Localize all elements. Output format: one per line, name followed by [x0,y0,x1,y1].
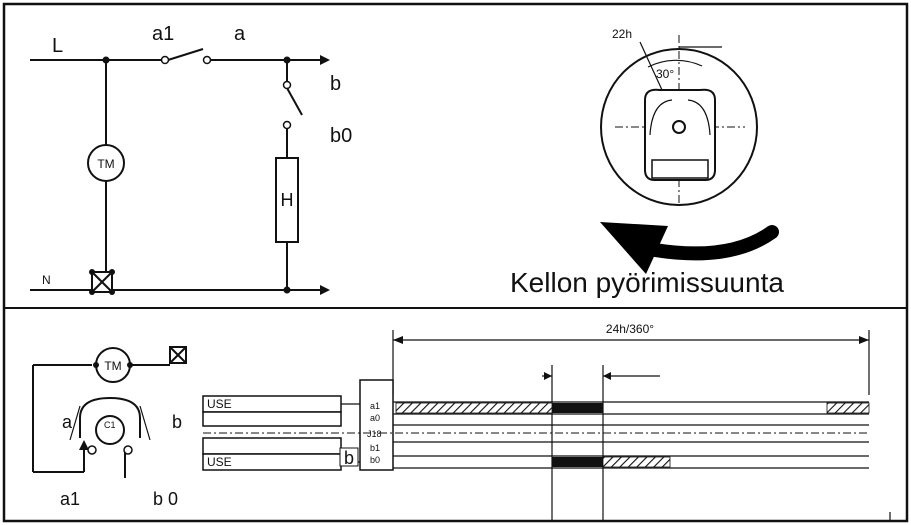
dial-mechanism [644,88,716,181]
dial-left-cam [649,99,673,136]
use-label-bottom: USE [207,455,232,469]
label-n: N [42,273,51,287]
rotation-caption: Kellon pyörimissuunta [510,267,784,298]
timer-dial: 22h 30° [600,27,758,206]
terminal-block-icon [89,269,115,295]
label-heater: H [281,190,294,210]
label-a1: a1 [152,23,174,45]
bar-b-hatched [602,456,671,468]
window-arrow-left [544,372,552,380]
use-box-bottom-upper [202,437,342,455]
node-n [283,286,291,294]
n-arrow-head [320,285,330,295]
row-label-mid: J18 [367,429,382,439]
wiring-contact-b [139,405,151,441]
row-label-a0: a0 [370,413,380,423]
dial-base [651,159,709,179]
bar-b-solid [552,457,603,467]
dial-angle-arc [647,59,703,68]
bar-a-solid [552,403,603,413]
wiring-pin-right [123,445,133,455]
label-l: L [52,35,63,57]
b-box [339,447,359,467]
wiring-cam-wheel [95,415,125,445]
row-label-frame [359,379,394,471]
use-box-top-lower [202,411,342,427]
switch-b-blade [286,87,303,116]
wiring-label-b0: b 0 [153,489,178,509]
timing-chart: 24h/360° USE USE b a1 a0 J18 b1 b0 [202,322,870,520]
rotation-arrow-icon [600,222,779,274]
label-a: a [234,23,246,45]
label-22h: 22h [612,27,632,41]
wiring-label-motor: TM [104,359,121,373]
b-arrow-head [320,55,330,65]
window-arrow-right [603,372,611,380]
a1-terminal [160,55,170,65]
use-label-top: USE [207,397,232,411]
row-label-a1: a1 [370,401,380,411]
wiring-label-a1: a1 [60,489,80,509]
dial-right-cam [687,99,711,136]
wiring-label-cam: C1 [104,420,116,430]
wiring-arrow-a1 [79,440,89,450]
wiring-label-a: a [62,412,73,432]
switch-a-blade [167,48,204,61]
row-label-b0: b0 [370,455,380,465]
bar-a-hatched-2 [826,402,870,414]
bar-a-hatched-1 [395,402,553,414]
wiring-contact-a [69,405,81,441]
b-terminal [282,80,292,90]
row-label-b1: b1 [370,443,380,453]
span-label: 24h/360° [606,322,654,336]
b0-terminal [282,120,292,130]
span-arrow-left [393,336,403,344]
label-motor: TM [97,157,114,171]
circuit-schematic: L N a1 a b b0 TM H [30,23,352,295]
a-terminal [202,55,212,65]
wiring-node-1 [93,362,99,368]
label-b: b [330,73,341,95]
wiring-terminal-icon [169,346,187,364]
wiring-detail: TM C1 a b a1 b 0 [32,346,187,509]
dial-center [672,120,686,134]
label-30deg: 30° [656,67,674,81]
label-b0: b0 [330,125,352,147]
wiring-pin-left [87,445,97,455]
b-row-label: b [344,448,354,468]
wiring-label-b: b [172,412,182,432]
span-arrow-right [859,336,869,344]
